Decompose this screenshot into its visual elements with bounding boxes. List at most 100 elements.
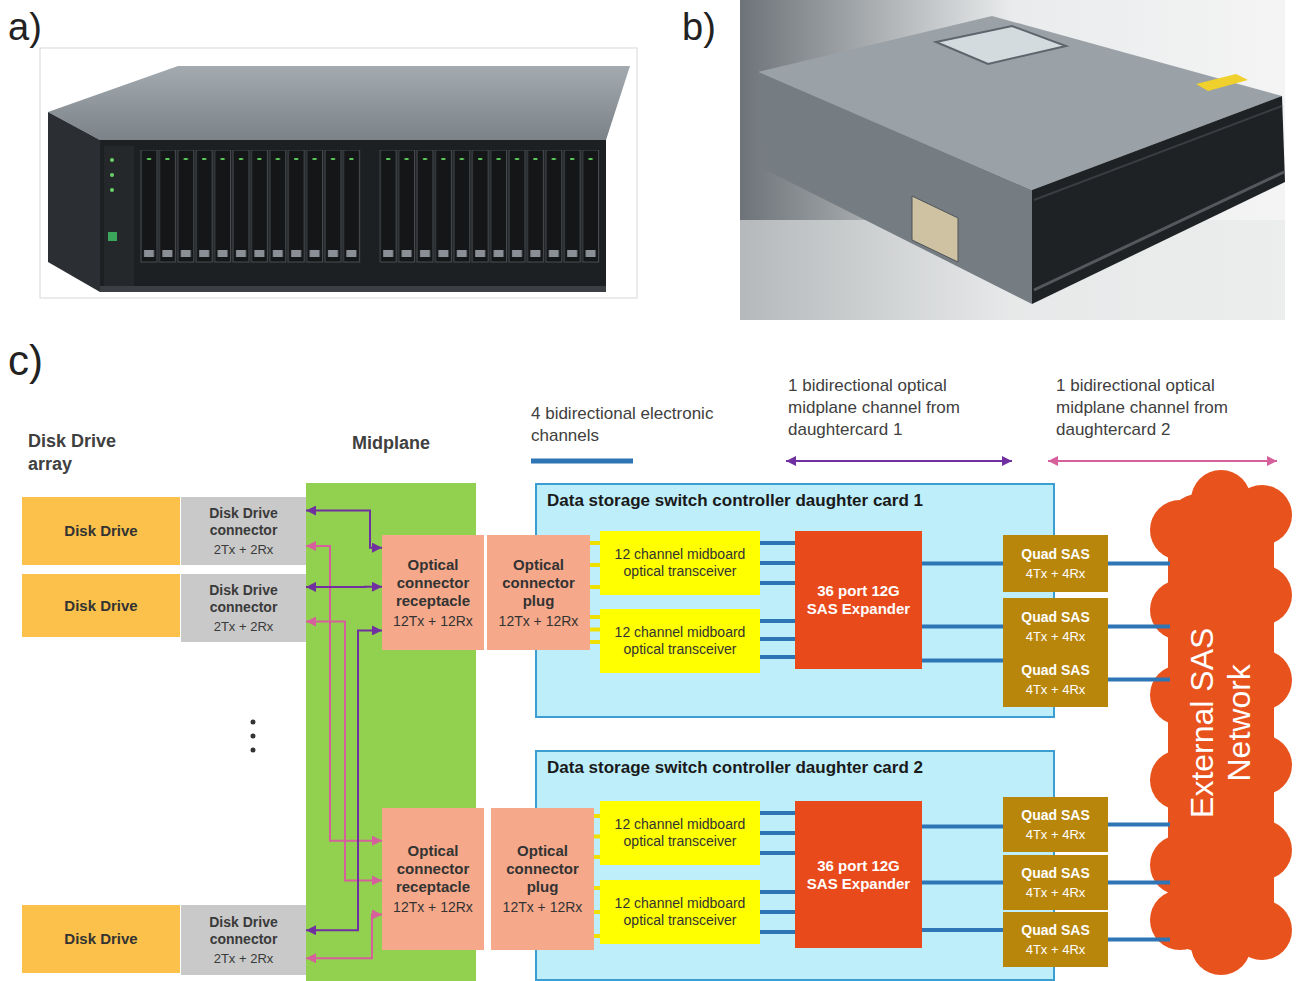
node-title: Quad SAS bbox=[1008, 807, 1103, 824]
quad-sas-port: Quad SAS 4Tx + 4Rx bbox=[1003, 535, 1108, 592]
panel-heading: Midplane bbox=[306, 433, 476, 455]
quad-sas-port: Quad SAS 4Tx + 4Rx bbox=[1003, 797, 1108, 852]
daughter-card: 12 channel midboard optical transceiver 1… bbox=[535, 483, 1055, 718]
legend-line-sample bbox=[531, 459, 633, 464]
disk-drive-box: Disk Drive bbox=[22, 497, 180, 565]
cloud-label: External SAS Network bbox=[1184, 573, 1258, 873]
electronic-channel bbox=[1108, 823, 1170, 827]
legend-swatch bbox=[1048, 461, 1277, 462]
photo-a-enclosure bbox=[40, 48, 637, 298]
disk-drive-box: Disk Drive bbox=[22, 574, 180, 637]
node-title: Disk Drive connector bbox=[186, 582, 301, 616]
optical-channel bbox=[306, 586, 382, 588]
node-title: 12 channel midboard optical transceiver bbox=[605, 624, 755, 658]
electronic-channel bbox=[1108, 938, 1170, 942]
node-detail: 12Tx + 12Rx bbox=[387, 613, 479, 630]
label-anchor: c) bbox=[8, 335, 68, 388]
card-title: Data storage switch controller daughter … bbox=[547, 758, 1043, 778]
node-title: Disk Drive connector bbox=[186, 505, 301, 539]
drive-connector-box: Disk Drive connector 2Tx + 2Rx bbox=[181, 497, 306, 565]
daughter-card: 12 channel midboard optical transceiver 1… bbox=[535, 750, 1055, 981]
electronic-channel bbox=[760, 621, 795, 657]
quad-sas-port: Quad SAS 4Tx + 4Rx bbox=[1003, 652, 1108, 707]
drive-connector-box: Disk Drive connector 2Tx + 2Rx bbox=[181, 574, 306, 642]
optical-receptacle: Optical connector receptacle 12Tx + 12Rx bbox=[382, 808, 484, 950]
legend-entry: 1 bidirectional optical midplane channel… bbox=[788, 375, 1016, 441]
electronic-channel bbox=[1108, 562, 1170, 566]
sas-expander: 36 port 12G SAS Expander bbox=[795, 801, 922, 948]
legend-swatch bbox=[531, 461, 633, 462]
midplane-panel: Optical connector receptacle12Tx + 12RxO… bbox=[306, 483, 476, 981]
node-title: 12 channel midboard optical transceiver bbox=[605, 895, 755, 929]
electronic-channel bbox=[594, 888, 600, 936]
node-title: Quad SAS bbox=[1008, 865, 1103, 882]
node-title: Quad SAS bbox=[1008, 546, 1103, 563]
legend-swatch bbox=[786, 461, 1012, 462]
electronic-channel bbox=[590, 617, 600, 642]
photo-b-enclosure bbox=[740, 0, 1285, 320]
node-detail: 12Tx + 12Rx bbox=[496, 899, 589, 916]
legend-entry: 4 bidirectional electronic channels bbox=[531, 403, 736, 447]
legend-line-sample bbox=[786, 460, 1012, 462]
disk-drive-box: Disk Drive bbox=[22, 905, 180, 973]
node-title: Optical connector plug bbox=[492, 556, 585, 610]
node-title: Disk Drive bbox=[27, 597, 175, 615]
optical-channel bbox=[306, 511, 382, 548]
node-title: 36 port 12G SAS Expander bbox=[800, 582, 917, 618]
optical-channel bbox=[306, 546, 382, 841]
node-detail: 4Tx + 4Rx bbox=[1008, 682, 1103, 698]
optical-transceiver: 12 channel midboard optical transceiver bbox=[600, 531, 760, 595]
electronic-channel bbox=[1108, 678, 1170, 682]
node-detail: 2Tx + 2Rx bbox=[186, 542, 301, 558]
electronic-channel bbox=[922, 825, 1003, 829]
legend-line-sample bbox=[1048, 460, 1277, 462]
node-title: 36 port 12G SAS Expander bbox=[800, 857, 917, 893]
legend-text: 1 bidirectional optical midplane channel… bbox=[788, 375, 1016, 441]
external-network-cloud: External SAS Network bbox=[1150, 470, 1292, 975]
optical-receptacle: Optical connector receptacle 12Tx + 12Rx bbox=[382, 535, 484, 650]
optical-channel bbox=[306, 915, 382, 959]
electronic-channel bbox=[1108, 881, 1170, 885]
node-title: Disk Drive connector bbox=[186, 914, 301, 948]
quad-sas-port: Quad SAS 4Tx + 4Rx bbox=[1003, 855, 1108, 910]
legend-text: 4 bidirectional electronic channels bbox=[531, 403, 736, 447]
node-title: Optical connector receptacle bbox=[387, 556, 479, 610]
quad-sas-port: Quad SAS4Tx + 4Rx bbox=[1003, 912, 1108, 967]
label-anchor: b) bbox=[682, 4, 742, 52]
optical-channel bbox=[306, 622, 382, 881]
node-detail: 4Tx + 4Rx bbox=[1008, 629, 1103, 645]
electronic-channel bbox=[922, 659, 1003, 663]
optical-plug: Optical connector plug 12Tx + 12Rx bbox=[487, 535, 590, 650]
node-detail: 2Tx + 2Rx bbox=[186, 951, 301, 967]
node-title: Disk Drive bbox=[27, 930, 175, 948]
node-detail: 4Tx + 4Rx bbox=[1008, 885, 1103, 901]
electronic-channel bbox=[760, 813, 795, 853]
node-title: Optical connector receptacle bbox=[387, 842, 479, 896]
node-detail: 4Tx + 4Rx bbox=[1008, 942, 1103, 958]
electronic-channel bbox=[1108, 625, 1170, 629]
node-title: Quad SAS bbox=[1008, 662, 1103, 679]
panel-letter: c) bbox=[8, 335, 68, 388]
electronic-channel bbox=[594, 816, 600, 857]
node-title: 12 channel midboard optical transceiver bbox=[605, 546, 755, 580]
node-detail: 4Tx + 4Rx bbox=[1008, 827, 1103, 843]
panel-letter: b) bbox=[682, 4, 742, 52]
electronic-channel bbox=[922, 928, 1003, 932]
node-title: Disk Drive bbox=[27, 522, 175, 540]
drive-connector-box: Disk Drive connector 2Tx + 2Rx bbox=[181, 905, 306, 975]
node-detail: 12Tx + 12Rx bbox=[387, 899, 479, 916]
label-anchor: a) bbox=[8, 4, 68, 52]
electronic-channel bbox=[922, 625, 1003, 629]
electronic-channel bbox=[590, 543, 600, 587]
node-title: Quad SAS bbox=[1008, 609, 1103, 626]
optical-transceiver: 12 channel midboard optical transceiver bbox=[600, 609, 760, 673]
node-detail: 2Tx + 2Rx bbox=[186, 619, 301, 635]
node-title: Optical connector plug bbox=[496, 842, 589, 896]
optical-transceiver: 12 channel midboard optical transceiver bbox=[600, 801, 760, 865]
node-detail: 4Tx + 4Rx bbox=[1008, 566, 1103, 582]
node-title: 12 channel midboard optical transceiver bbox=[605, 816, 755, 850]
panel-letter: a) bbox=[8, 4, 68, 52]
node-detail: 12Tx + 12Rx bbox=[492, 613, 585, 630]
